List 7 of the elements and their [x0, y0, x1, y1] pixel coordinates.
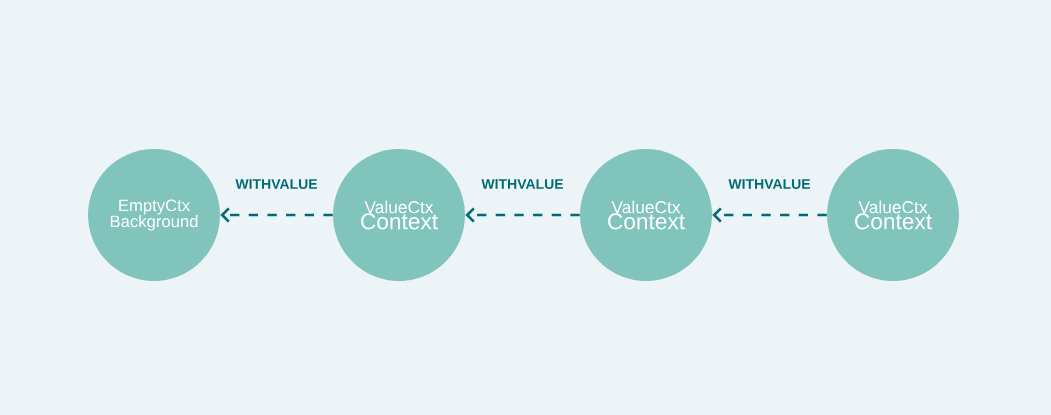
arrow: [220, 207, 333, 223]
circle-node: ValueCtx Context: [827, 149, 959, 281]
circle-node: EmptyCtx Background: [88, 149, 220, 281]
circle-node: ValueCtx Context: [580, 149, 712, 281]
circle-node: ValueCtx Context: [333, 149, 465, 281]
arrow: [712, 207, 827, 223]
arrow: [465, 207, 580, 223]
